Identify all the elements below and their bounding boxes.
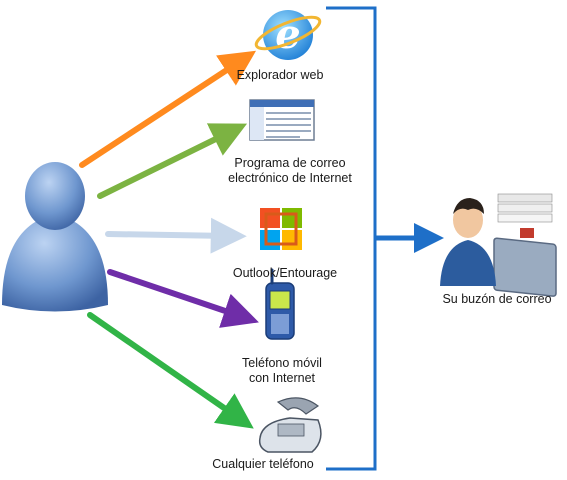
arrow-to-mobile xyxy=(107,269,259,328)
mailbox-user-icon xyxy=(440,193,557,297)
email-program-label: Programa de correo electrónico de Intern… xyxy=(205,156,375,186)
mobile-label-line2: con Internet xyxy=(248,371,315,385)
outlook-label: Outlook/Entourage xyxy=(232,266,338,280)
mobile-label-line1: Teléfono móvil xyxy=(242,356,322,370)
email-program-window-icon xyxy=(249,99,315,141)
arrow-to-phone xyxy=(87,312,254,429)
email-program-label-line2: electrónico de Internet xyxy=(228,171,352,185)
mobile-phone-icon xyxy=(265,268,295,340)
mobile-label: Teléfono móvil con Internet xyxy=(222,356,342,386)
arrow-to-email-program xyxy=(97,123,248,199)
internet-explorer-icon: e xyxy=(254,10,322,60)
phone-label: Cualquier teléfono xyxy=(212,457,314,471)
user-silhouette-icon xyxy=(2,162,108,312)
email-program-label-line1: Programa de correo xyxy=(234,156,346,170)
telephone-icon xyxy=(258,397,322,453)
mailbox-label: Su buzón de correo xyxy=(442,292,552,306)
arrow-to-browser xyxy=(79,50,257,168)
office-logo-icon xyxy=(260,208,302,250)
arrow-to-outlook xyxy=(105,217,247,254)
browser-label: Explorador web xyxy=(236,68,324,82)
